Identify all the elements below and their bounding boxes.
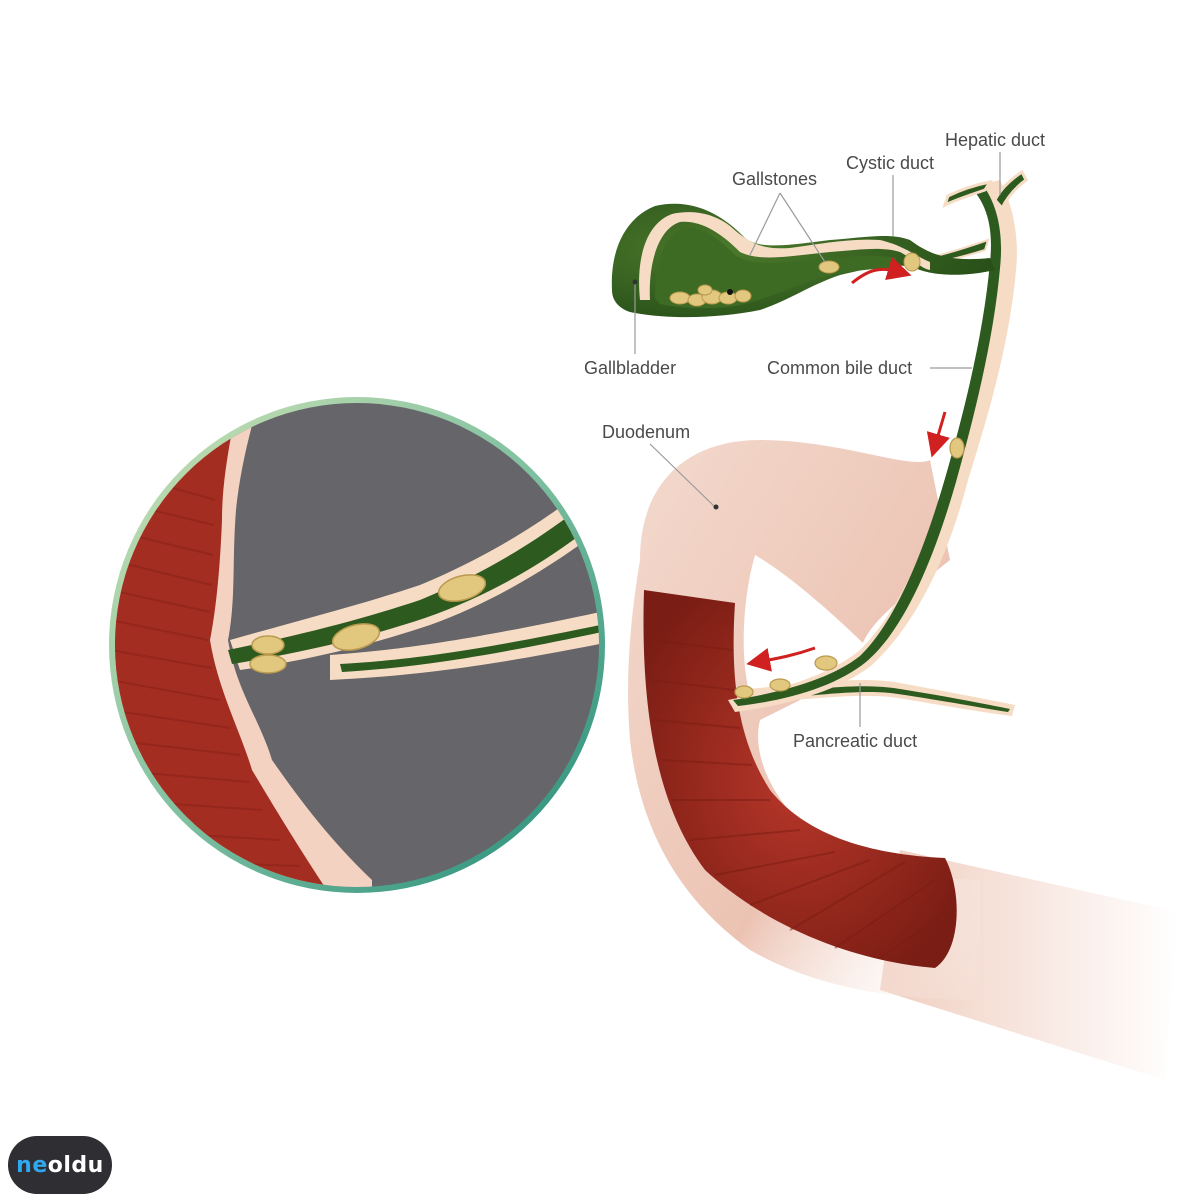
label-hepatic-duct: Hepatic duct	[945, 130, 1045, 150]
logo-prefix: ne	[16, 1152, 48, 1178]
flow-arrow-cystic	[851, 257, 912, 285]
leader-gallstones-2	[779, 192, 826, 263]
hepatic-duct-right	[993, 169, 1028, 211]
gallbladder-dot	[727, 289, 733, 295]
flow-arrows	[746, 257, 950, 672]
duct-gallstones	[734, 437, 965, 699]
label-pancreatic-duct: Pancreatic duct	[793, 731, 917, 751]
duodenum-dot	[713, 504, 719, 510]
leader-gallstones-1	[749, 192, 781, 256]
brand-logo: neoldu	[8, 1136, 112, 1194]
brand-logo-text: neoldu	[16, 1153, 104, 1178]
zoom-pancreatic-duct	[340, 625, 599, 672]
gallbladder	[611, 203, 995, 318]
zoom-intestine-muscle	[115, 403, 340, 887]
hepatic-duct-left	[942, 179, 994, 208]
gallbladder-inner-wall	[639, 212, 930, 300]
zoom-gallstones	[249, 574, 487, 674]
duodenum	[628, 440, 1178, 1080]
biliary-system	[728, 169, 1028, 716]
label-duodenum: Duodenum	[602, 422, 690, 442]
label-cystic-duct: Cystic duct	[846, 153, 934, 173]
gallbladder-leader-dot	[632, 279, 638, 285]
zoom-inset	[109, 397, 605, 893]
label-gallstones: Gallstones	[732, 169, 817, 189]
gallbladder-stones	[669, 252, 921, 307]
label-common-bile-duct: Common bile duct	[767, 358, 912, 378]
leader-duodenum	[649, 443, 716, 508]
flow-arrow-ampulla	[746, 646, 816, 672]
labels: Hepatic duct Cystic duct Gallstones Gall…	[584, 130, 1045, 751]
gallbladder-lining	[655, 227, 896, 309]
zoom-duct-wall-upper	[230, 500, 599, 670]
label-gallbladder: Gallbladder	[584, 358, 676, 378]
logo-suffix: oldu	[47, 1152, 104, 1178]
leader-lines	[632, 152, 1001, 727]
duodenum-striations	[649, 639, 951, 959]
flow-arrow-common-bile	[926, 411, 950, 458]
